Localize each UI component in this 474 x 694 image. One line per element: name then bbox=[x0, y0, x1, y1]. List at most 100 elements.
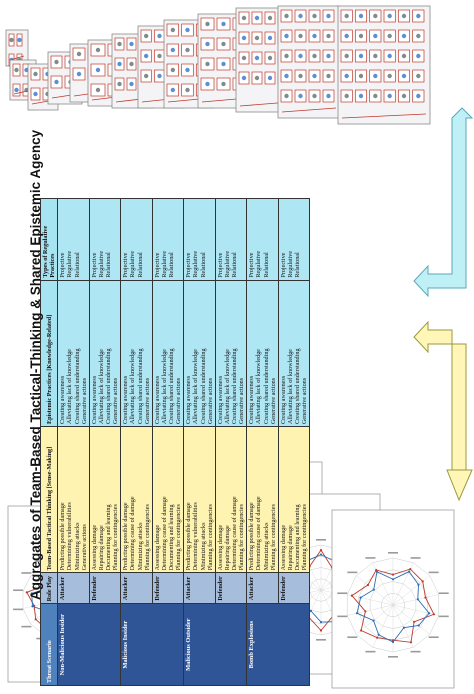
cell-line: Regulative bbox=[97, 250, 105, 278]
cell-line: Repairing damage bbox=[97, 525, 105, 571]
cell-line: Creating awareness bbox=[153, 375, 161, 425]
cell-line: Planning for contingencies bbox=[301, 504, 309, 571]
cell-line: Creating shared understanding bbox=[105, 348, 112, 425]
cell-line: Alleviating lack of knowledge bbox=[97, 348, 105, 425]
role-cell: Attacker bbox=[57, 572, 90, 604]
cell-line: Determining cause of damage bbox=[160, 496, 168, 571]
cell-line: Minimizing attacks bbox=[262, 522, 270, 571]
cell-line: Relational bbox=[168, 252, 175, 278]
cell-line: Regulative bbox=[255, 250, 263, 278]
cell-line: Relational bbox=[105, 252, 112, 278]
cell-line: Documenting and learning bbox=[105, 504, 112, 571]
cell-line: Creating shared understanding bbox=[199, 348, 207, 425]
cell-line: Alleviating lack of knowledge bbox=[160, 348, 168, 425]
cell-line: Determining cause of damage bbox=[255, 496, 263, 571]
cell-line: Planning for contingencies bbox=[269, 504, 277, 571]
cell-line: Determining vulnerabilities bbox=[192, 502, 200, 571]
cell-line: Alleviating lack of knowledge bbox=[286, 348, 294, 425]
cell-line: Documenting and learning bbox=[168, 504, 175, 571]
cell-line: Minimizing attacks bbox=[73, 522, 81, 571]
cell-line: Regulative bbox=[66, 250, 74, 278]
cell-line: Generative actions bbox=[206, 377, 214, 425]
cell-line: Planning for contingencies bbox=[143, 504, 151, 571]
practices-table: Threat Scenario Role Play Team-Based Tac… bbox=[40, 198, 310, 686]
cell-line: Regulative bbox=[286, 250, 294, 278]
cell-line: Generative actions bbox=[238, 377, 246, 425]
cell-line: Creating shared understanding bbox=[168, 348, 175, 425]
cell-line: Repairing damage bbox=[286, 525, 294, 571]
cell-line: Assessing damage bbox=[216, 524, 224, 571]
cell-line: Generative actions bbox=[143, 377, 151, 425]
threat-scenario-cell: Malicious Outsider bbox=[183, 603, 247, 686]
cell-line: Generative actions bbox=[112, 377, 120, 425]
cell-line: Projective bbox=[90, 252, 98, 278]
cell-line: Minimizing attacks bbox=[136, 522, 144, 571]
cell-line: Alleviating lack of knowledge bbox=[66, 348, 74, 425]
cell-line: Relational bbox=[231, 252, 238, 278]
cell-line: Creating shared understanding bbox=[73, 348, 81, 425]
cell-line: Generative actions bbox=[80, 377, 88, 425]
cell-line: Documenting and learning bbox=[294, 504, 301, 571]
cell-line: Relational bbox=[73, 252, 81, 278]
threat-scenario-cell: Bomb Explosions bbox=[246, 603, 310, 686]
cell-line: Creating awareness bbox=[185, 375, 193, 425]
cell-line: Planning for contingencies bbox=[206, 504, 214, 571]
cell-line: Assessing damage bbox=[279, 524, 287, 571]
radar-chart-thumbnail bbox=[331, 509, 455, 689]
cell-line: Planning for contingencies bbox=[175, 504, 183, 571]
cell-line: Regulative bbox=[223, 250, 231, 278]
cell-line: Predicting possible damage bbox=[122, 502, 130, 571]
cell-line: Alleviating lack of knowledge bbox=[129, 348, 137, 425]
network-diagram-thumbnail bbox=[277, 5, 341, 119]
cell-line: Creating awareness bbox=[216, 375, 224, 425]
role-cell: Defender bbox=[89, 572, 121, 604]
header-threat-scenario: Threat Scenario bbox=[40, 603, 58, 686]
cell-line: Determining cause of damage bbox=[129, 496, 137, 571]
network-diagram-thumbnail bbox=[337, 5, 431, 125]
role-cell: Attacker bbox=[120, 572, 153, 604]
cell-line: Creating awareness bbox=[59, 375, 67, 425]
cell-line: Creating shared understanding bbox=[231, 348, 238, 425]
cell-line: Assessing damage bbox=[90, 524, 98, 571]
cell-line: Projective bbox=[122, 252, 130, 278]
cell-line: Projective bbox=[248, 252, 256, 278]
network-diagram-thumbnails bbox=[5, 5, 431, 125]
cell-line: Predicting possible damage bbox=[248, 502, 256, 571]
cell-line: Minimizing attacks bbox=[199, 522, 207, 571]
cell-line: Creating awareness bbox=[90, 375, 98, 425]
cell-line: Alleviating lack of knowledge bbox=[255, 348, 263, 425]
cell-line: Creating awareness bbox=[248, 375, 256, 425]
cell-line: Assessing damage bbox=[153, 524, 161, 571]
cell-line: Projective bbox=[185, 252, 193, 278]
role-cell: Defender bbox=[152, 572, 184, 604]
cell-line: Relational bbox=[262, 252, 270, 278]
aggregates-table: Threat Scenario Role Play Team-Based Tac… bbox=[40, 198, 310, 686]
cell-line: Generative actions bbox=[301, 377, 309, 425]
figure-title: Aggregates of Team-Based Tactical-Thinki… bbox=[28, 129, 43, 600]
cell-line: Generative actions bbox=[269, 377, 277, 425]
role-cell: Defender bbox=[278, 572, 310, 604]
role-cell: Attacker bbox=[183, 572, 216, 604]
cell-line: Planning for contingencies bbox=[238, 504, 246, 571]
cell-line: Regulative bbox=[129, 250, 137, 278]
cell-line: Predicting possible damage bbox=[185, 502, 193, 571]
cell-line: Creating shared understanding bbox=[136, 348, 144, 425]
cell-line: Relational bbox=[294, 252, 301, 278]
cell-line: Alleviating lack of knowledge bbox=[192, 348, 200, 425]
role-cell: Defender bbox=[215, 572, 247, 604]
